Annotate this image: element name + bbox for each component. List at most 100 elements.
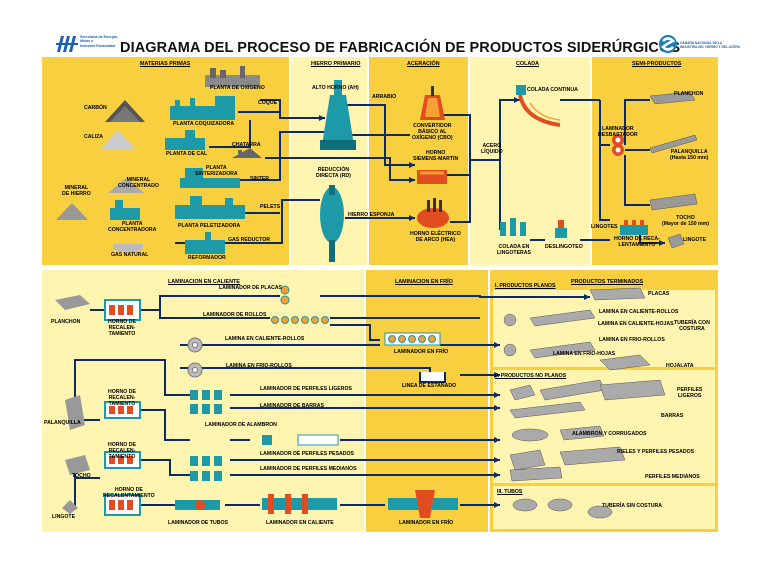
label-lingote-top: LINGOTE <box>683 237 707 243</box>
label-palanquilla-top: PALANQUILLA(Hasta 150 mm) <box>670 149 709 161</box>
gas-tanks-icon <box>113 244 143 252</box>
section-productos-terminados: PRODUCTOS TERMINADOS <box>571 279 644 285</box>
label-productos-planos: I. PRODUCTOS PLANOS <box>495 283 556 289</box>
section-colada: COLADA <box>516 61 540 67</box>
label-chatarra: CHATARRA <box>232 142 261 148</box>
label-coque: COQUE <box>258 100 278 106</box>
label-colada-continua: COLADA CONTINUA <box>527 87 578 93</box>
continuous-caster-icon <box>516 85 561 127</box>
label-alambron: ALAMBRON Y CORRUGADOS <box>572 431 647 437</box>
laminacion-frio-panel <box>366 270 488 532</box>
label-tubos: III. TUBOS <box>497 489 523 495</box>
bloom-icon <box>649 193 698 211</box>
label-deslingoteo: DESLINGOTEO <box>545 244 583 250</box>
section-hierro-primario: HIERRO PRIMARIO <box>311 61 361 67</box>
label-horno-recalentamiento: HORNO DE RECA-LENTAMIENTO <box>614 236 660 248</box>
direct-reduction-icon <box>320 185 344 262</box>
label-planta-oxigeno: PLANTA DE OXÍGENO <box>210 85 265 91</box>
light-section-mill-icon <box>190 390 222 414</box>
tube-mill-icon <box>175 500 220 510</box>
billet-icon <box>649 134 698 154</box>
label-laminador-placas: LAMINADOR DE PLACAS <box>219 285 283 291</box>
palanquilla-icon <box>65 395 85 430</box>
plates-product-icon <box>589 287 646 301</box>
hot-mill-tube-icon <box>262 494 337 514</box>
light-profile-icon <box>509 384 536 401</box>
label-planchon-top: PLANCHON <box>674 91 704 97</box>
planchon-icon <box>55 295 90 310</box>
bars-icon <box>539 379 606 401</box>
label-laminador-perfiles-pesados: LAMINADOR DE PERFILES PESADOS <box>260 451 354 457</box>
label-laminador-barras: LAMINADOR DE BARRAS <box>260 403 324 409</box>
chamber-logo-icon <box>659 35 677 53</box>
bof-converter-icon <box>420 86 445 120</box>
hot-sheet-icon <box>529 309 596 327</box>
heavy-section-mill-icon <box>190 456 222 481</box>
lingote-icon <box>62 500 78 514</box>
coke-plant-icon <box>170 96 235 120</box>
sinter-plant-icon <box>180 168 240 188</box>
government-logo-icon <box>55 34 79 54</box>
label-lamina-caliente-rollos: LAMINA EN CALIENTE-ROLLOS <box>225 336 305 342</box>
label-laminador-frio-2: LAMINADOR EN FRÍO <box>399 520 454 526</box>
label-arrabio: ARRABIO <box>372 94 397 100</box>
productos-planos-box <box>493 290 715 367</box>
coil-cold-icon <box>187 362 203 378</box>
plate-mill-icon <box>280 285 290 305</box>
section-laminacion-caliente: LAMINACION EN CALIENTE <box>168 279 240 285</box>
materias-primas-panel <box>42 57 289 265</box>
blast-furnace-icon <box>320 80 356 150</box>
label-laminador-rollos: LAMINADOR DE ROLLOS <box>203 312 267 318</box>
label-caliza: CALIZA <box>84 134 104 140</box>
label-laminador-perfiles-ligeros: LAMINADOR DE PERFILES LIGEROS <box>260 386 352 392</box>
label-tocho-top: TOCHO(Mayor de 150 mm) <box>662 215 709 227</box>
label-carbon: CARBÓN <box>84 105 107 111</box>
section-materias-primas: MATERIAS PRIMAS <box>140 61 191 67</box>
label-tuberia-sin-costura: TUBERÍA SIN COSTURA <box>602 503 663 509</box>
wire-rod-coil-icon <box>511 428 549 442</box>
label-lamina-caliente-rollos-prod: LAMINA EN CALIENTE-ROLLOS <box>599 309 679 315</box>
slab-icon <box>649 91 696 105</box>
label-laminador-frio: LAMINADOR EN FRÍO <box>394 349 449 355</box>
label-pelets: PELETS <box>260 204 281 210</box>
label-tocho-bottom: TOCHO <box>72 473 91 479</box>
label-palanquilla-bottom: PALANQUILLA <box>44 420 81 426</box>
label-lamina-frio-rollos: LAMINA EN FRIO-ROLLOS <box>226 363 292 369</box>
coil-hot-icon <box>187 337 203 353</box>
cold-mill-tube-icon <box>388 490 458 518</box>
label-placas: PLACAS <box>648 291 670 297</box>
stripping-icon <box>555 220 567 238</box>
tocho-icon <box>65 455 90 475</box>
reformer-icon <box>185 232 225 254</box>
label-rieles: RIELES Y PERFILES PESADOS <box>617 449 695 455</box>
strip-mill-icon <box>271 316 329 324</box>
concentrator-icon <box>110 200 140 220</box>
label-laminador-tubos: LAMINADOR DE TUBOS <box>168 520 228 526</box>
label-productos-no-planos: II. PRODUCTOS NO PLANOS <box>495 373 567 379</box>
cold-sheet-icon <box>529 341 596 359</box>
ingot-molds-icon <box>500 218 526 236</box>
semi-productos-panel <box>592 57 718 265</box>
seamless-tube-icon <box>512 498 538 512</box>
label-linea-estanado: LINEA DE ESTAÑADO <box>402 383 457 389</box>
page-title: DIAGRAMA DEL PROCESO DE FABRICACIÓN DE P… <box>120 40 681 56</box>
cold-mill-icon <box>384 332 441 346</box>
roughing-mill-icon <box>612 134 624 156</box>
scrap-icon <box>232 148 262 158</box>
iron-ore-icon <box>56 203 88 220</box>
label-laminador-perfiles-medianos: LAMINADOR DE PERFILES MEDIANOS <box>260 466 357 472</box>
